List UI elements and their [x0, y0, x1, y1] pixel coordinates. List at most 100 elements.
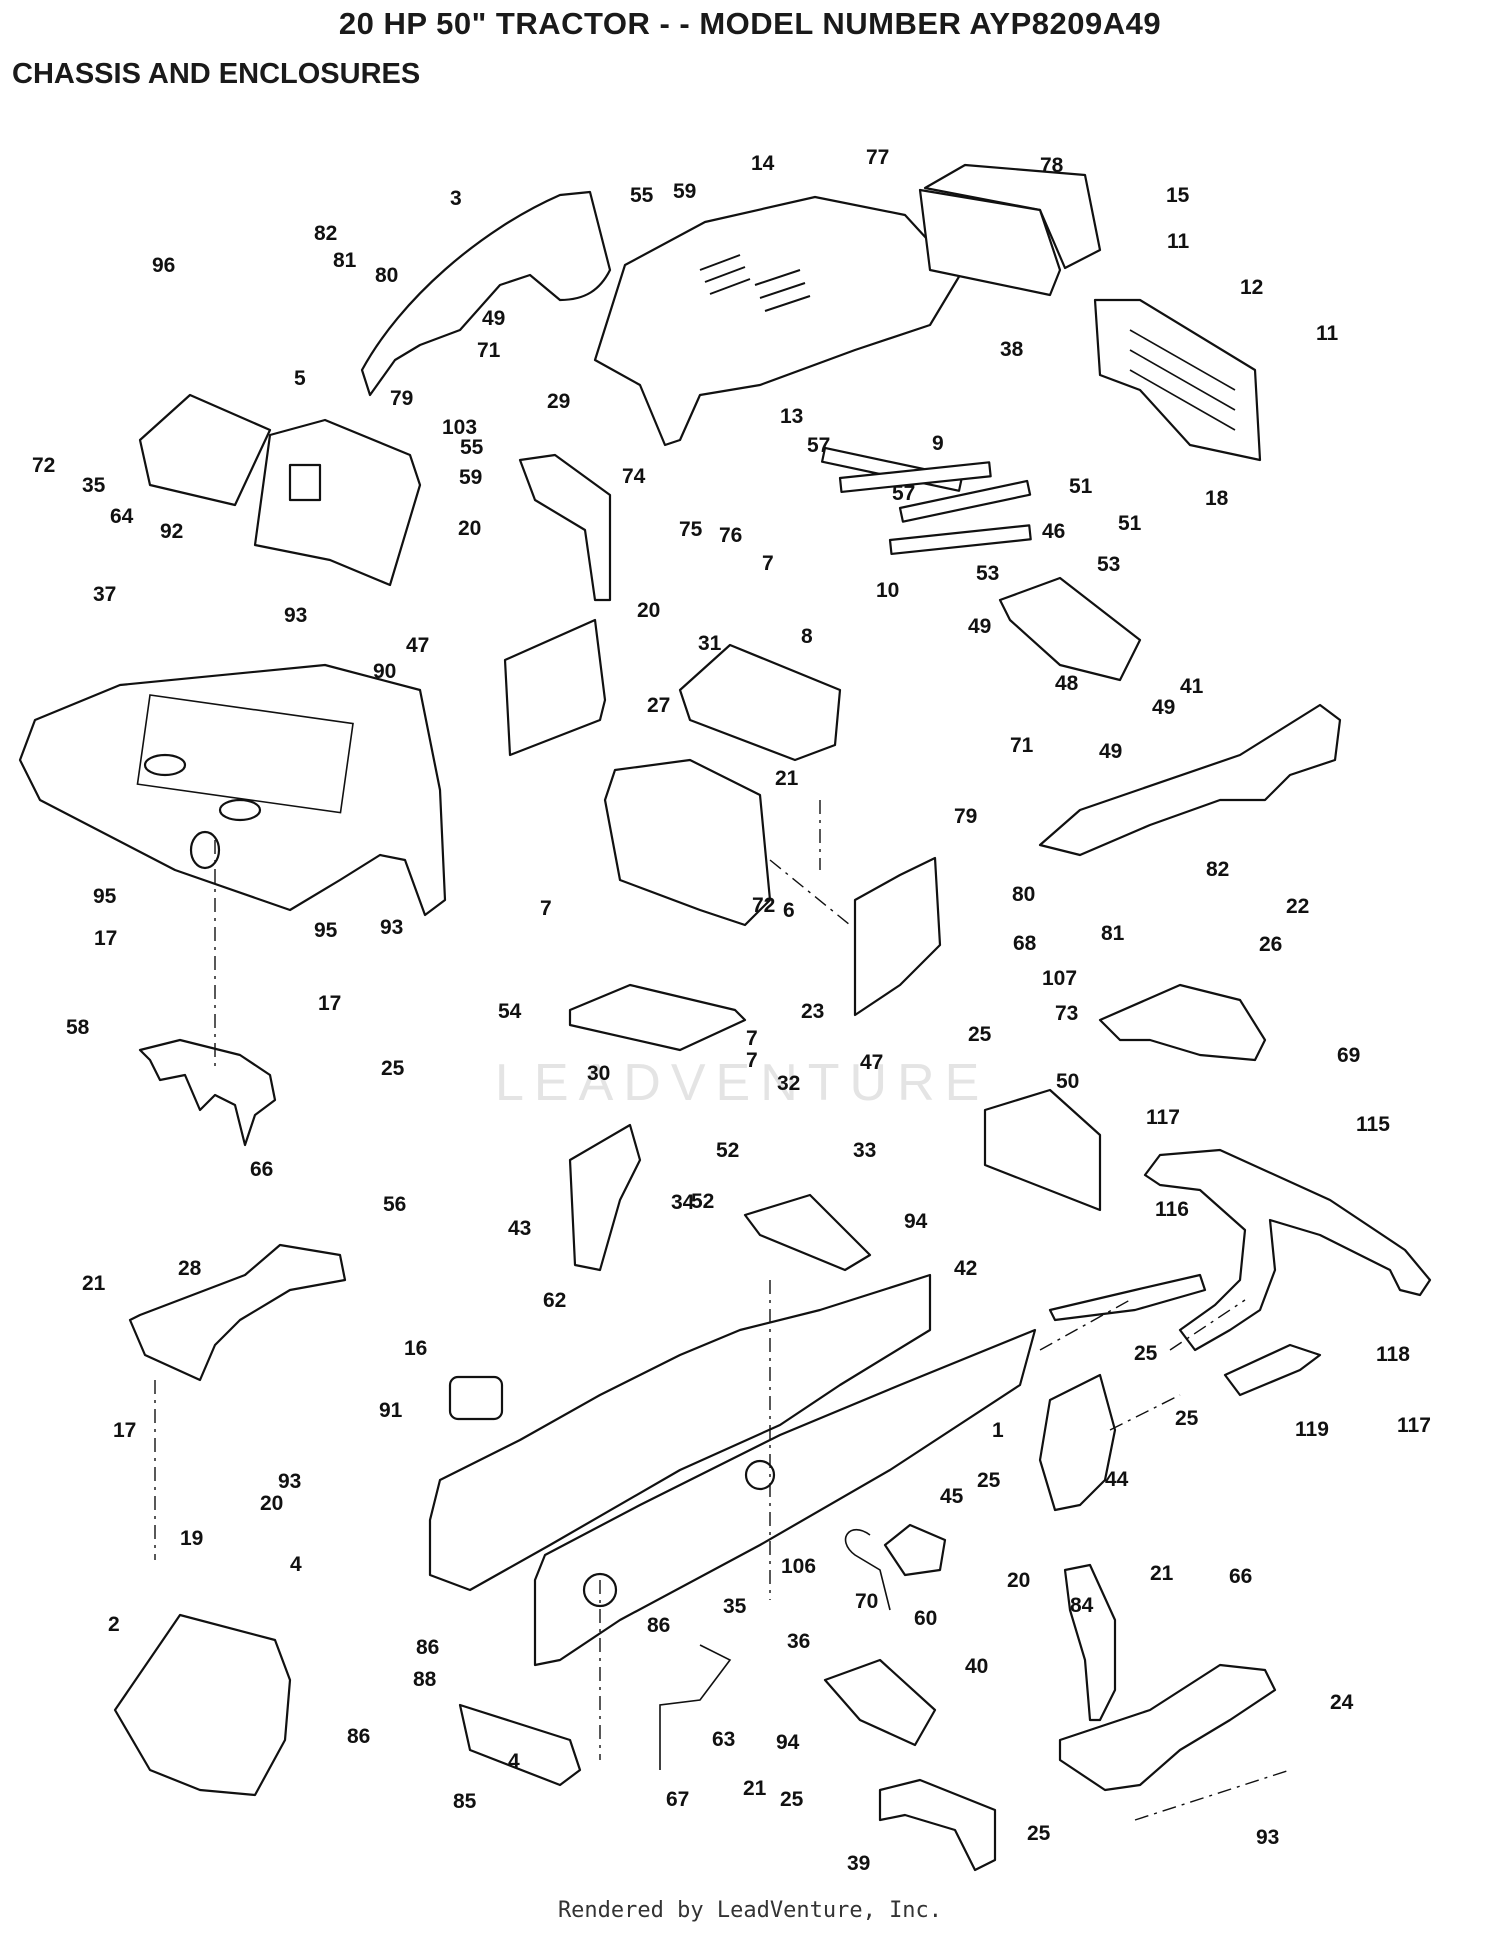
callout-84: 84	[1070, 1594, 1094, 1617]
part-23-plate[interactable]	[853, 856, 942, 1017]
callout-67: 67	[666, 1788, 689, 1811]
callout-11: 11	[1316, 322, 1339, 345]
callout-10: 10	[876, 579, 899, 602]
fender-cup-hole-right	[218, 798, 262, 822]
callout-35: 35	[723, 1595, 747, 1618]
part-39-bracket[interactable]	[878, 1778, 997, 1872]
callout-37: 37	[93, 583, 116, 606]
callout-72: 72	[32, 454, 55, 477]
callout-63: 63	[712, 1728, 735, 1751]
part-92-plate[interactable]	[138, 393, 272, 507]
callout-80: 80	[375, 264, 398, 287]
callout-18: 18	[1205, 487, 1229, 510]
callout-20: 20	[1007, 1569, 1030, 1592]
callout-85: 85	[453, 1790, 477, 1813]
callout-59: 59	[673, 180, 696, 203]
part-67-pedal-rod[interactable]	[659, 1644, 732, 1770]
part-69-deflector[interactable]	[1098, 983, 1267, 1062]
part-6-tower[interactable]	[603, 758, 772, 927]
callout-69: 69	[1337, 1044, 1360, 1067]
part-43-bracket[interactable]	[568, 1123, 642, 1272]
callout-36: 36	[787, 1630, 810, 1653]
callout-11: 11	[1167, 230, 1190, 253]
callout-93: 93	[278, 1470, 301, 1493]
part-85-bar[interactable]	[458, 1703, 582, 1787]
callout-2: 2	[108, 1613, 120, 1636]
part-50-bracket[interactable]	[983, 1088, 1102, 1212]
callout-30: 30	[587, 1062, 610, 1085]
part-24-footrest-right[interactable]	[1058, 1663, 1277, 1792]
part-116-bracket[interactable]	[1048, 1273, 1207, 1322]
part-16-grommet[interactable]	[448, 1375, 504, 1421]
callout-20: 20	[260, 1492, 283, 1515]
part-45-hitch[interactable]	[883, 1523, 947, 1577]
part-9-10-links[interactable]	[820, 446, 1032, 556]
callout-45: 45	[940, 1485, 964, 1508]
part-38-front-cap[interactable]	[918, 188, 1062, 297]
part-44-bracket[interactable]	[1038, 1373, 1117, 1512]
callout-56: 56	[383, 1193, 406, 1216]
section-title: CHASSIS AND ENCLOSURES	[12, 58, 421, 90]
callout-15: 15	[1166, 184, 1190, 207]
part-34-bracket[interactable]	[743, 1193, 872, 1272]
callout-79: 79	[954, 805, 977, 828]
part-84-lever[interactable]	[1063, 1563, 1117, 1722]
callout-17: 17	[318, 992, 341, 1015]
part-91-frame-rail[interactable]	[428, 1273, 932, 1592]
callout-4: 4	[508, 1750, 520, 1773]
callout-92: 92	[160, 520, 183, 543]
callout-71: 71	[1010, 734, 1034, 757]
callout-4: 4	[290, 1553, 302, 1576]
callout-33: 33	[853, 1139, 876, 1162]
part-8-floor-plate[interactable]	[678, 643, 842, 762]
callout-21: 21	[743, 1777, 767, 1800]
part-30-floor-pan[interactable]	[568, 983, 747, 1052]
callout-62: 62	[543, 1289, 566, 1312]
part-2-mount-plate[interactable]	[113, 1613, 292, 1797]
callout-7: 7	[746, 1027, 758, 1050]
callout-41: 41	[1180, 675, 1204, 698]
callout-74: 74	[622, 465, 646, 488]
callout-28: 28	[178, 1257, 202, 1280]
part-22-fender-trim[interactable]	[1038, 703, 1342, 857]
callout-21: 21	[1150, 1562, 1174, 1585]
footer-credit: Rendered by LeadVenture, Inc.	[557, 1898, 943, 1923]
callout-21: 21	[775, 767, 799, 790]
callout-88: 88	[413, 1668, 437, 1691]
part-29-bracket[interactable]	[518, 453, 612, 602]
callout-42: 42	[954, 1257, 977, 1280]
part-37-fender[interactable]	[18, 663, 447, 917]
callout-107: 107	[1042, 967, 1077, 990]
part-41-bracket[interactable]	[998, 576, 1142, 682]
callout-22: 22	[1286, 895, 1309, 918]
part-58-bracket[interactable]	[138, 1038, 277, 1147]
part-14-hood[interactable]	[593, 195, 962, 447]
callout-76: 76	[719, 524, 742, 547]
callout-57: 57	[807, 434, 830, 457]
part-118-link[interactable]	[1223, 1343, 1322, 1397]
callout-21: 21	[82, 1272, 106, 1295]
part-27-plate[interactable]	[503, 618, 607, 757]
callout-60: 60	[914, 1607, 937, 1630]
callout-9: 9	[932, 432, 944, 455]
callout-49: 49	[968, 615, 991, 638]
callout-5: 5	[294, 367, 306, 390]
callout-27: 27	[647, 694, 670, 717]
callout-17: 17	[94, 927, 117, 950]
callout-82: 82	[314, 222, 337, 245]
part-1-frame-rail[interactable]	[533, 1328, 1037, 1667]
part-18-front-bracket[interactable]	[1093, 298, 1262, 462]
callout-90: 90	[373, 660, 396, 683]
callout-55: 55	[460, 436, 484, 459]
part-40-bracket[interactable]	[823, 1658, 937, 1747]
callout-86: 86	[647, 1614, 670, 1637]
part-28-footrest-left[interactable]	[128, 1243, 347, 1382]
part-3-dash-panel[interactable]	[360, 190, 612, 397]
part-115-tube[interactable]	[1143, 1148, 1432, 1352]
callout-115: 115	[1356, 1113, 1390, 1136]
part-70-hook[interactable]	[844, 1528, 891, 1611]
callout-117: 117	[1397, 1414, 1431, 1437]
callout-25: 25	[1027, 1822, 1051, 1845]
part-5-console[interactable]	[253, 418, 422, 587]
